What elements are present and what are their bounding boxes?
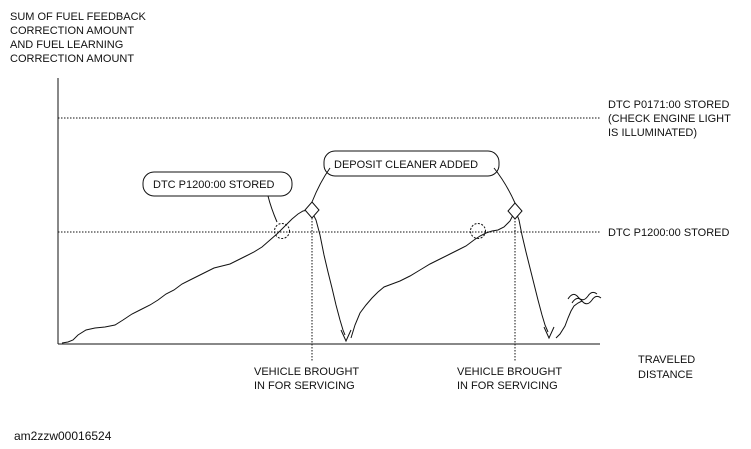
p1200-crossing-circle-2 <box>470 223 486 239</box>
y-axis-label: SUM OF FUEL FEEDBACK CORRECTION AMOUNT A… <box>10 11 149 65</box>
correction-curve-first-rise <box>61 209 346 344</box>
p1200-crossing-circle-1 <box>274 223 290 239</box>
service-label-2: VEHICLE BROUGHT IN FOR SERVICING <box>457 366 565 392</box>
x-axis-label: TRAVELED DISTANCE <box>638 354 698 381</box>
drop-arrow-2 <box>543 326 555 340</box>
correction-curve-third-rise <box>555 300 583 339</box>
callout-pointer-cleaner-1 <box>311 167 331 203</box>
cleaner-marker-diamond-1 <box>304 201 320 219</box>
cleaner-marker-diamond-2 <box>507 202 523 220</box>
callout-box-cleaner <box>323 150 500 177</box>
figure-id: am2zzw00016524 <box>14 429 112 443</box>
continuation-wave-mark-2 <box>571 295 602 305</box>
callout-pointer-cleaner-2 <box>493 167 516 204</box>
callout-box-p1200 <box>142 171 293 197</box>
callout-pointer-p1200 <box>267 195 278 223</box>
callout-label-cleaner: DEPOSIT CLEANER ADDED <box>334 159 478 171</box>
callout-label-p1200: DTC P1200:00 STORED <box>153 179 275 191</box>
drop-arrow-1 <box>340 329 352 343</box>
threshold-label-p1200: DTC P1200:00 STORED <box>608 227 730 239</box>
threshold-label-p0171: DTC P0171:00 STORED (CHECK ENGINE LIGHT … <box>608 99 734 139</box>
correction-curve-second-rise <box>350 211 549 339</box>
service-label-1: VEHICLE BROUGHT IN FOR SERVICING <box>254 366 362 392</box>
continuation-wave-mark <box>567 291 598 301</box>
